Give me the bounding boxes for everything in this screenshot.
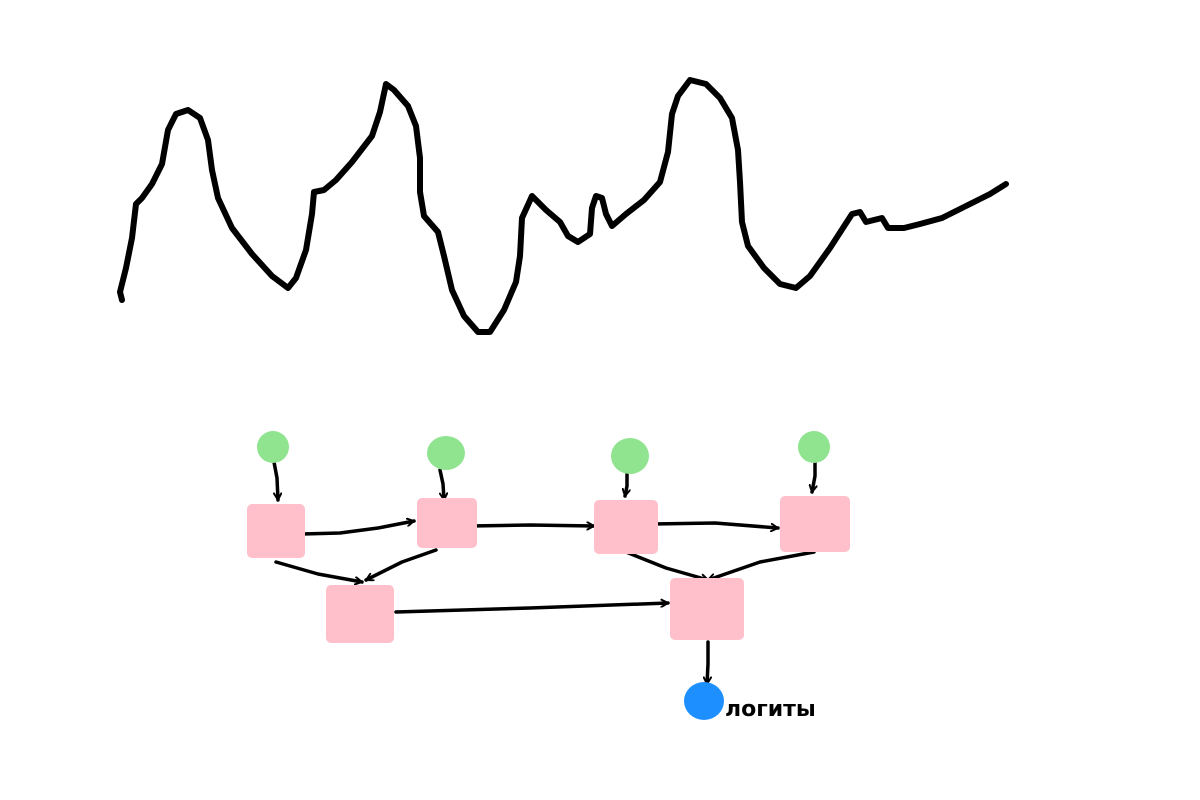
edge-input-3 (625, 472, 627, 498)
edge-node2-node5 (364, 548, 438, 582)
node-4 (780, 496, 850, 552)
edge-input-2 (438, 468, 444, 502)
input-node-1 (257, 431, 289, 463)
edge-input-1 (272, 460, 278, 502)
node-3 (594, 500, 658, 554)
input-node-2 (427, 436, 465, 470)
edge-node6-output (707, 640, 708, 686)
node-6 (670, 578, 744, 640)
waveform-curve (117, 77, 1009, 335)
edge-input-4 (812, 458, 815, 494)
edge-node1-node5 (274, 560, 364, 582)
node-2 (417, 498, 477, 548)
edge-node2-node3 (468, 525, 596, 526)
edge-node3-node4 (650, 521, 780, 528)
edge-node5-node6 (394, 603, 670, 614)
hidden-nodes (247, 496, 850, 643)
edge-node1-node2 (300, 521, 416, 536)
output-label: логиты (725, 697, 816, 722)
node-1 (247, 504, 305, 558)
output-node (684, 682, 724, 720)
input-node-3 (611, 438, 649, 474)
input-nodes (257, 431, 830, 474)
edges (272, 458, 816, 686)
node-5 (326, 585, 394, 643)
edge-node3-node6 (624, 550, 710, 580)
input-node-4 (798, 431, 830, 463)
edge-node4-node6 (706, 550, 816, 580)
